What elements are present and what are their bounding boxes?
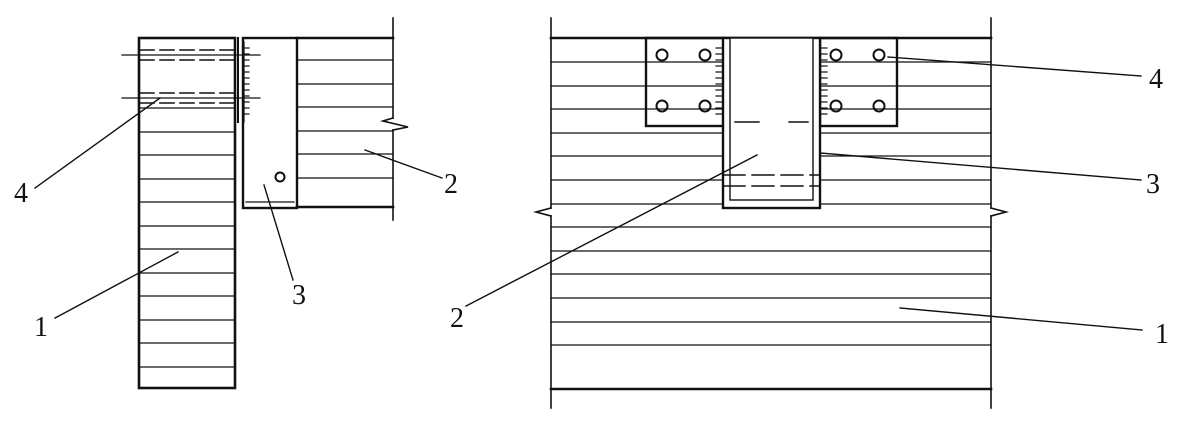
left-callout-1: 1 (34, 312, 48, 343)
right-member-3 (721, 36, 822, 210)
bolt-icon (698, 48, 712, 62)
bolt-icon (698, 99, 712, 113)
left-member-1 (137, 36, 237, 390)
left-bolt-icon (274, 171, 286, 183)
left-member-3 (237, 36, 299, 210)
left-view (34, 17, 443, 390)
bolt-icon (829, 99, 843, 113)
left-callout-4: 4 (14, 178, 28, 209)
left-member-4 (121, 49, 261, 104)
right-callout-2: 2 (450, 303, 464, 334)
right-view (465, 17, 1143, 409)
bolt-icon (655, 99, 669, 113)
right-leaders (465, 56, 1143, 331)
right-callout-4: 4 (1149, 64, 1163, 95)
bolt-icon (872, 48, 886, 62)
bolt-icon (829, 48, 843, 62)
left-member-2 (295, 17, 409, 221)
left-leaders (34, 97, 443, 319)
left-callout-3: 3 (292, 280, 306, 311)
bolt-icon (655, 48, 669, 62)
right-callout-1: 1 (1155, 319, 1169, 350)
right-callout-3: 3 (1146, 169, 1160, 200)
left-callout-2: 2 (444, 169, 458, 200)
bolt-icon (872, 99, 886, 113)
